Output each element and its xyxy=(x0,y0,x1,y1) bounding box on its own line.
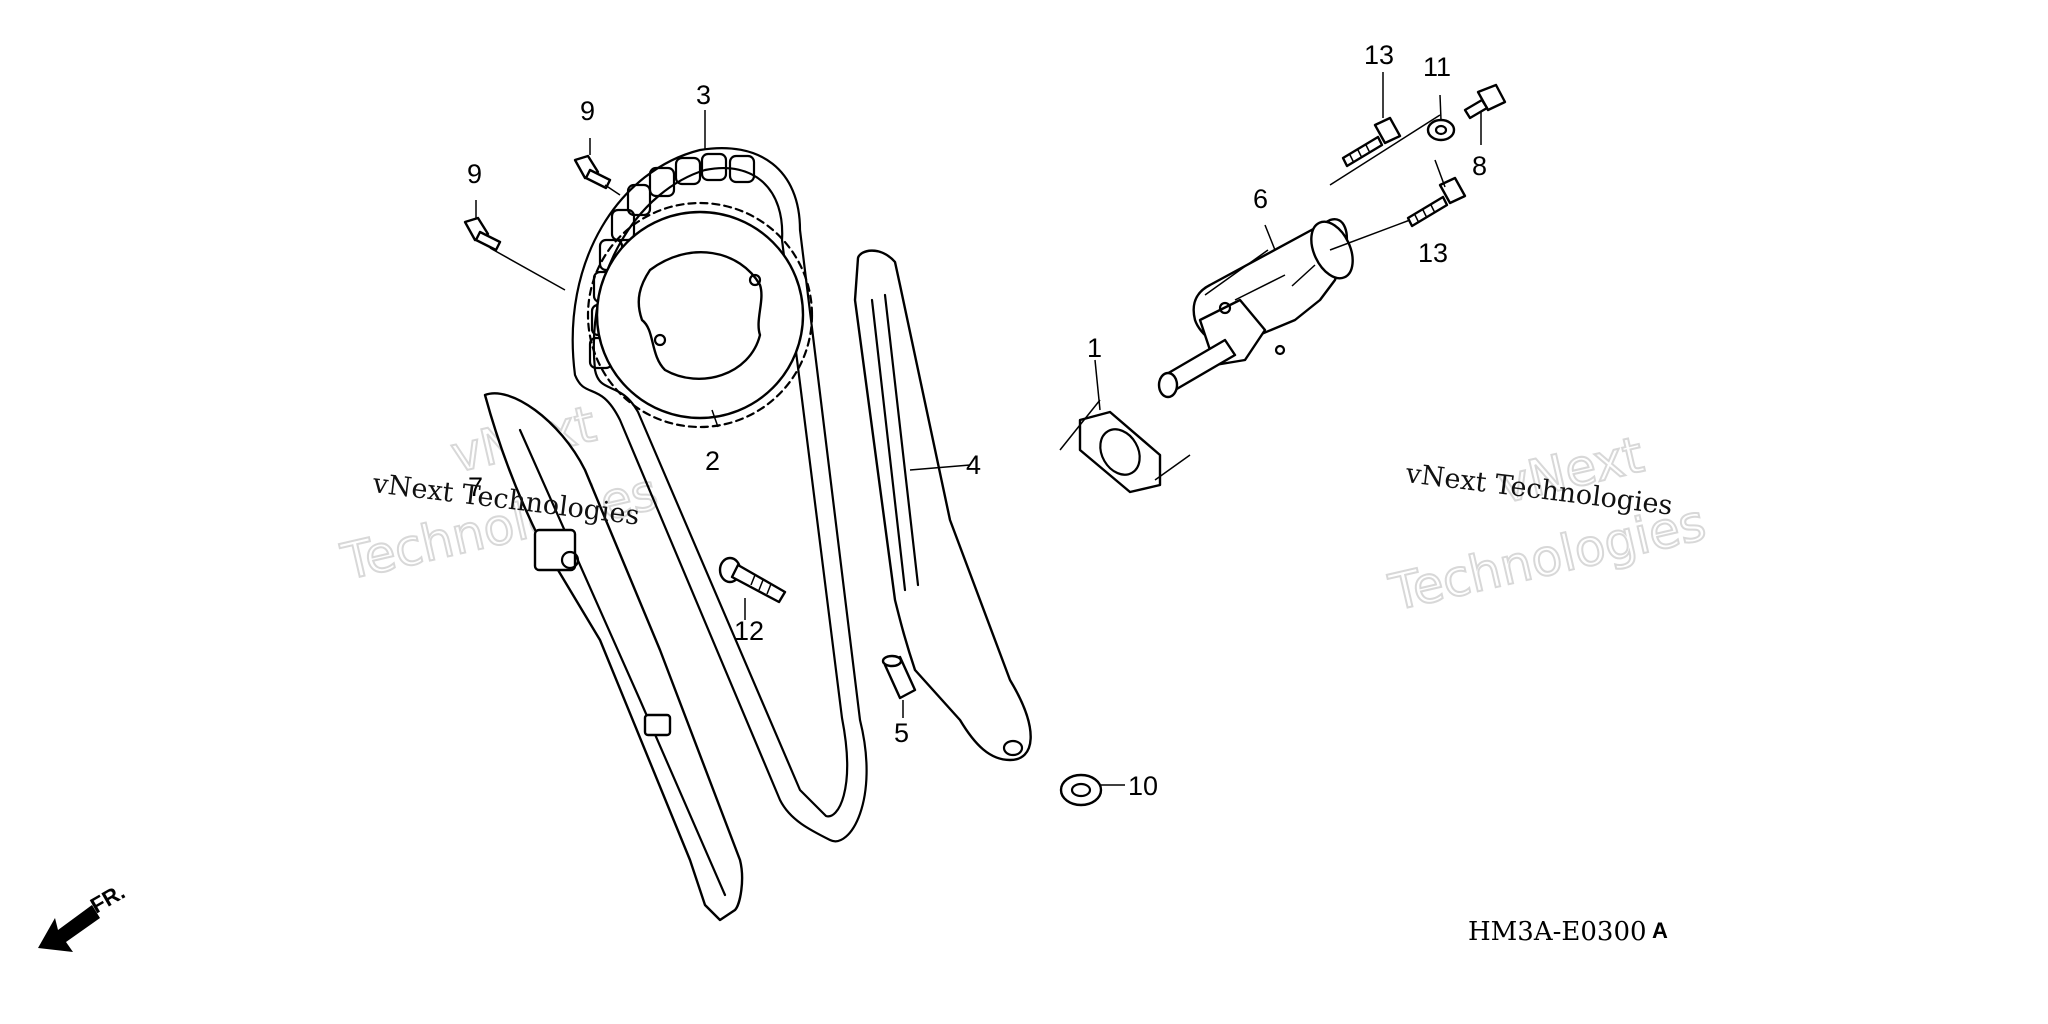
diagram-code: HM3A-E0300 xyxy=(1468,917,1647,947)
callout-13-lower: 13 xyxy=(1418,238,1448,268)
front-arrow-icon: FR. xyxy=(38,879,129,952)
callout-4: 4 xyxy=(966,450,981,480)
bolt-13-upper xyxy=(1341,116,1402,168)
bolt-9-lower xyxy=(463,216,502,252)
bolt-13-lower xyxy=(1406,176,1467,228)
callout-3: 3 xyxy=(696,80,711,110)
callout-6: 6 xyxy=(1253,184,1268,214)
callout-13-upper: 13 xyxy=(1364,40,1394,70)
washer-10 xyxy=(1059,773,1103,807)
callout-12: 12 xyxy=(734,616,764,646)
callout-1: 1 xyxy=(1087,333,1102,363)
cam-chain-guide xyxy=(853,249,1032,762)
callout-labels: 1 2 3 4 5 6 7 8 9 9 10 11 12 13 13 xyxy=(467,40,1487,801)
leader-lines xyxy=(475,72,1482,786)
collar-5 xyxy=(881,654,917,700)
cam-chain-tensioner-slider xyxy=(483,392,744,922)
callout-7: 7 xyxy=(468,472,483,502)
callout-8: 8 xyxy=(1472,151,1487,181)
callout-9-upper: 9 xyxy=(580,96,595,126)
callout-2: 2 xyxy=(705,446,720,476)
bolt-8 xyxy=(1463,83,1507,120)
tensioner-lifter xyxy=(1157,218,1354,399)
bolt-12 xyxy=(718,556,787,604)
callout-9-lower: 9 xyxy=(467,159,482,189)
washer-11 xyxy=(1426,118,1456,142)
diagram-code-suffix: A xyxy=(1652,918,1668,943)
callout-11: 11 xyxy=(1423,52,1451,82)
bolt-9-upper xyxy=(573,154,612,190)
cam-sprocket xyxy=(586,201,814,429)
callout-5: 5 xyxy=(894,718,909,748)
callout-10: 10 xyxy=(1128,771,1158,801)
gasket-1 xyxy=(1078,410,1162,494)
